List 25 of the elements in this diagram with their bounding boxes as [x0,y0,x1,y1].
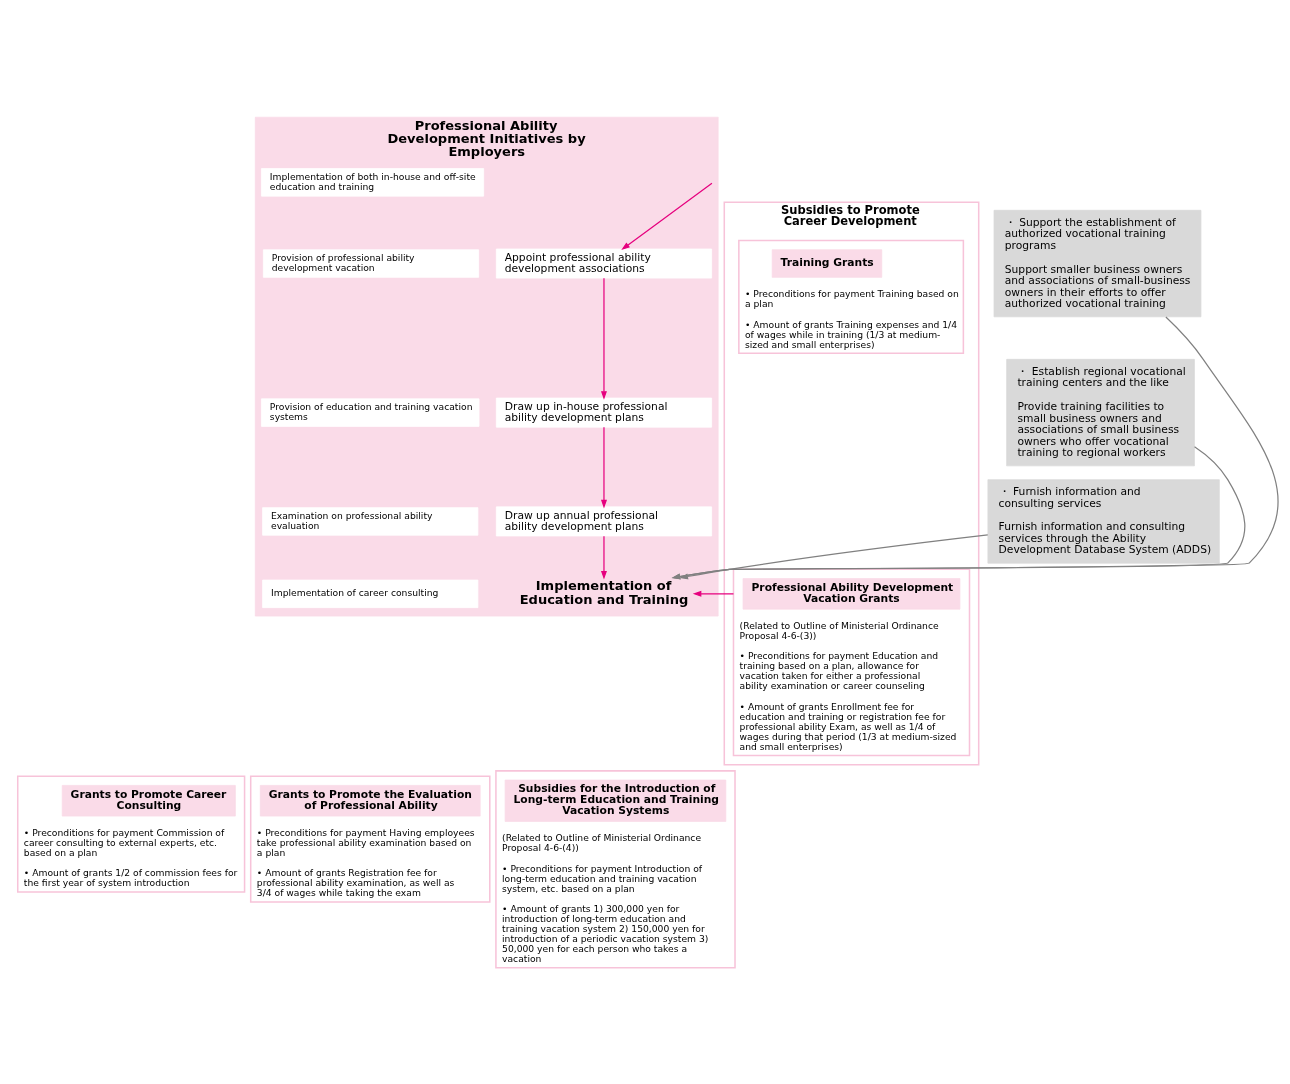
arrow [692,590,735,597]
node-box: Professional Ability Development Vacation Grants [742,577,961,610]
node-box: Provision of professional ability development vacation [262,248,480,278]
node-box: Subsidies for the Introduction of Long-term Education and Training Vacation Systems [504,779,727,822]
node-box: ・ Establish regional vocational training centers and the like Provide training facilities to small business owners and associations of small business owners who offer vocational training to regional workers [1006,358,1195,466]
node-box: Implementation of career consulting [262,579,479,608]
node-box: Grants to Promote Career Consulting [61,784,236,816]
node-box: Training Grants [771,248,883,278]
arrow [600,426,607,508]
arrow [600,535,607,579]
node-box: Appoint professional ability development associations [495,248,713,278]
arrow [671,445,1246,579]
node-box: Draw up in-house professional ability development plans [495,397,713,428]
node-box: Draw up annual professional ability development plans [495,506,713,536]
arrow [671,315,1279,579]
node-box: Grants to Promote the Evaluation of Professional Ability [259,784,481,816]
node-box: Implementation of both in-house and off-site education and training [261,167,485,196]
arrow [679,533,989,579]
node-box: ・ Furnish information and consulting services Furnish information and consulting services through the Ability Development Database System (ADDS) [987,478,1220,564]
node-box: Examination on professional ability evaluation [262,506,479,536]
arrow [600,277,607,400]
node-text: Implementation of Education and Training [519,577,689,606]
node-box: Provision of education and training vacation systems [261,397,480,427]
arrow [621,182,713,250]
node-box: ・ Support the establishment of authorized vocational training programs Support smaller business owners and associations of small-business owners in their efforts to offer authorized vocational training [993,209,1202,317]
